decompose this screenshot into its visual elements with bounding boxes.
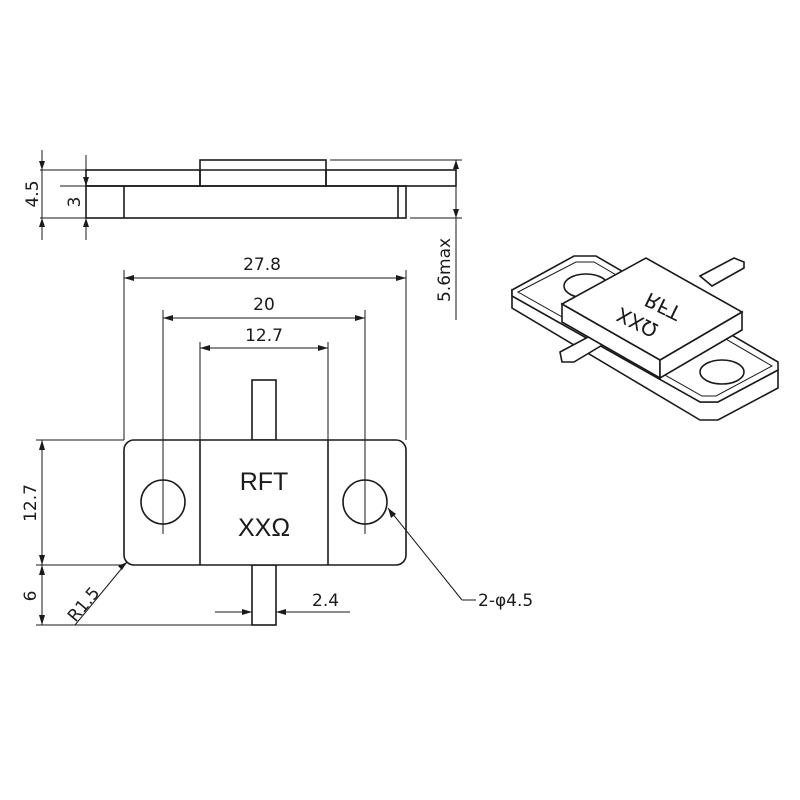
dim-total-height: 4.5 xyxy=(23,180,43,207)
dim-flange-height: 12.7 xyxy=(21,484,41,522)
arrow xyxy=(124,275,134,281)
dim-flange-thickness: 3 xyxy=(65,197,85,208)
arrow xyxy=(39,555,45,565)
dim-hole-spacing: 20 xyxy=(253,295,275,315)
iso-hole-front xyxy=(699,359,745,385)
dim-max-height: 5.6max xyxy=(435,238,455,302)
arrow xyxy=(453,160,459,169)
arrow xyxy=(39,218,45,227)
arrow xyxy=(453,209,459,218)
arrow xyxy=(242,609,252,615)
dim-lead-width: 2.4 xyxy=(312,591,339,611)
iso-body-top xyxy=(560,257,744,361)
arrow xyxy=(200,345,210,351)
flange xyxy=(123,439,407,566)
lead-bottom xyxy=(251,564,277,626)
arrow xyxy=(388,508,396,518)
arrow xyxy=(163,315,173,321)
dim-lead-length: 6 xyxy=(21,591,41,602)
dim-total-width: 27.8 xyxy=(243,255,281,275)
arrow xyxy=(355,315,365,321)
marking-line1: RFT xyxy=(240,468,289,496)
side-view-lead-left xyxy=(85,169,201,187)
arrow xyxy=(39,440,45,450)
iso-lead-back xyxy=(698,257,745,287)
dim-body-width: 12.7 xyxy=(245,326,283,346)
iso-flange-top-rim xyxy=(516,261,774,397)
arrow xyxy=(39,565,45,575)
arrow xyxy=(83,177,89,186)
leader-holes xyxy=(387,507,463,601)
isometric-view: RFT XXΩ xyxy=(511,255,779,421)
arrow xyxy=(118,562,127,570)
dim-corner-radius: R1.5 xyxy=(64,583,104,626)
arrow xyxy=(396,275,406,281)
iso-lead-front xyxy=(559,335,606,363)
arrow xyxy=(39,161,45,170)
top-view: RFT XXΩ 27.8 20 12.7 12.7 6 xyxy=(21,255,533,626)
arrow xyxy=(318,345,328,351)
dim-holes: 2-φ4.5 xyxy=(478,591,533,611)
side-view-lead-right xyxy=(325,169,457,187)
leader-radius xyxy=(74,561,128,626)
side-view-body xyxy=(199,159,327,187)
lead-top xyxy=(251,379,277,441)
arrow xyxy=(83,218,89,227)
arrow xyxy=(39,615,45,625)
marking-line2: XXΩ xyxy=(238,514,290,542)
side-view: 4.5 3 5.6max xyxy=(23,150,462,320)
side-view-flange xyxy=(85,185,407,219)
arrow xyxy=(276,609,286,615)
